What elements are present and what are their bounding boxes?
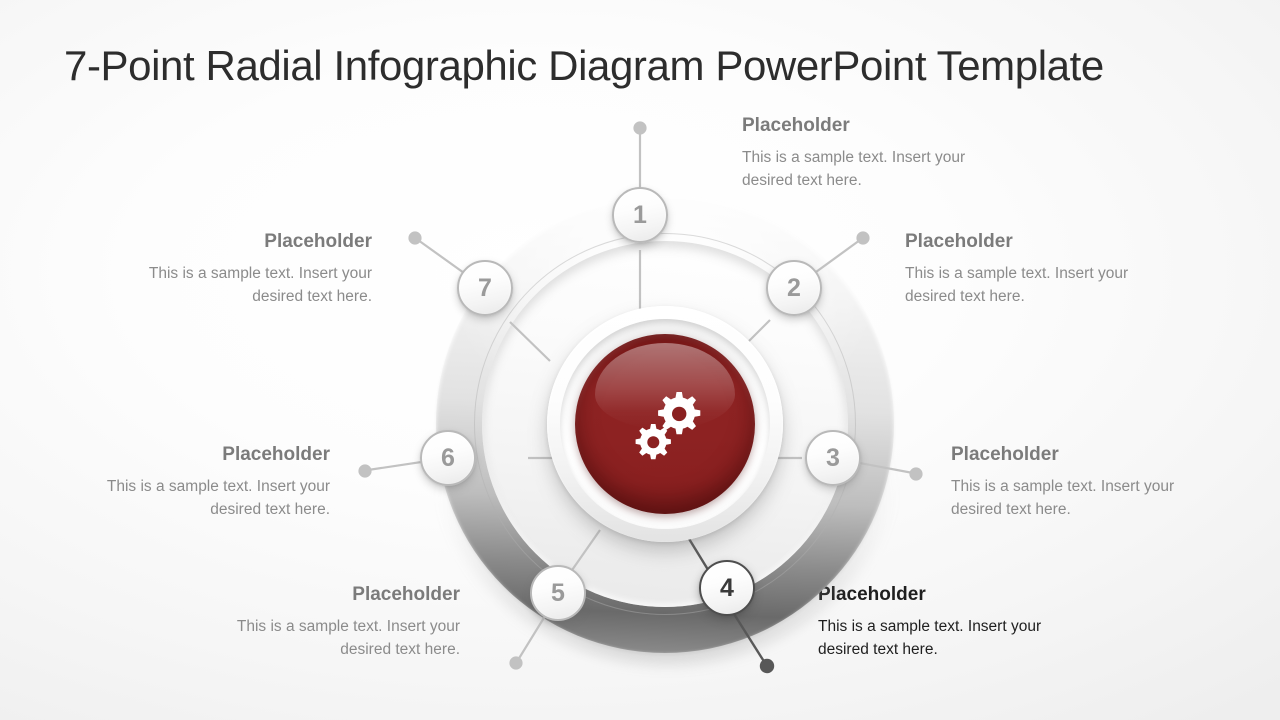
text-block-5-title: Placeholder	[352, 584, 460, 605]
text-block-6-body: This is a sample text. Insert your desir…	[106, 477, 330, 519]
text-block-4-body: This is a sample text. Insert your desir…	[818, 617, 1042, 659]
text-block-6[interactable]: Placeholder This is a sample text. Inser…	[70, 444, 330, 522]
text-block-2[interactable]: Placeholder This is a sample text. Inser…	[905, 231, 1165, 309]
node-1[interactable]: 1	[612, 187, 668, 243]
text-block-4-title: Placeholder	[818, 584, 926, 605]
text-block-7-body: This is a sample text. Insert your desir…	[148, 264, 372, 306]
node-3-number: 3	[826, 443, 840, 472]
text-block-3-body: This is a sample text. Insert your desir…	[951, 477, 1175, 519]
node-2[interactable]: 2	[766, 260, 822, 316]
node-2-number: 2	[787, 273, 801, 302]
text-block-3-title: Placeholder	[951, 444, 1059, 465]
center-hub[interactable]	[547, 306, 783, 542]
node-5-number: 5	[551, 578, 565, 607]
node-4[interactable]: 4	[699, 560, 755, 616]
node-3[interactable]: 3	[805, 430, 861, 486]
radial-diagram: 1 2 3 4 5 6 7	[358, 95, 950, 695]
text-block-1[interactable]: Placeholder This is a sample text. Inser…	[742, 115, 1002, 193]
text-block-4[interactable]: Placeholder This is a sample text. Inser…	[818, 584, 1078, 662]
node-4-number: 4	[720, 573, 734, 602]
text-block-3[interactable]: Placeholder This is a sample text. Inser…	[951, 444, 1211, 522]
node-7-number: 7	[478, 273, 492, 302]
node-1-number: 1	[633, 200, 647, 229]
page-title: 7-Point Radial Infographic Diagram Power…	[64, 42, 1104, 89]
gears-icon	[575, 334, 755, 514]
text-block-2-body: This is a sample text. Insert your desir…	[905, 264, 1129, 306]
text-block-2-title: Placeholder	[905, 231, 1013, 252]
node-6-number: 6	[441, 443, 455, 472]
text-block-1-body: This is a sample text. Insert your desir…	[742, 148, 966, 190]
text-block-5-body: This is a sample text. Insert your desir…	[236, 617, 460, 659]
node-6[interactable]: 6	[420, 430, 476, 486]
text-block-7[interactable]: Placeholder This is a sample text. Inser…	[112, 231, 372, 309]
text-block-5[interactable]: Placeholder This is a sample text. Inser…	[200, 584, 460, 662]
ring-groove	[474, 233, 856, 615]
text-block-6-title: Placeholder	[222, 444, 330, 465]
text-block-7-title: Placeholder	[264, 231, 372, 252]
node-5[interactable]: 5	[530, 565, 586, 621]
hub-sphere	[575, 334, 755, 514]
text-block-1-title: Placeholder	[742, 115, 850, 136]
node-7[interactable]: 7	[457, 260, 513, 316]
